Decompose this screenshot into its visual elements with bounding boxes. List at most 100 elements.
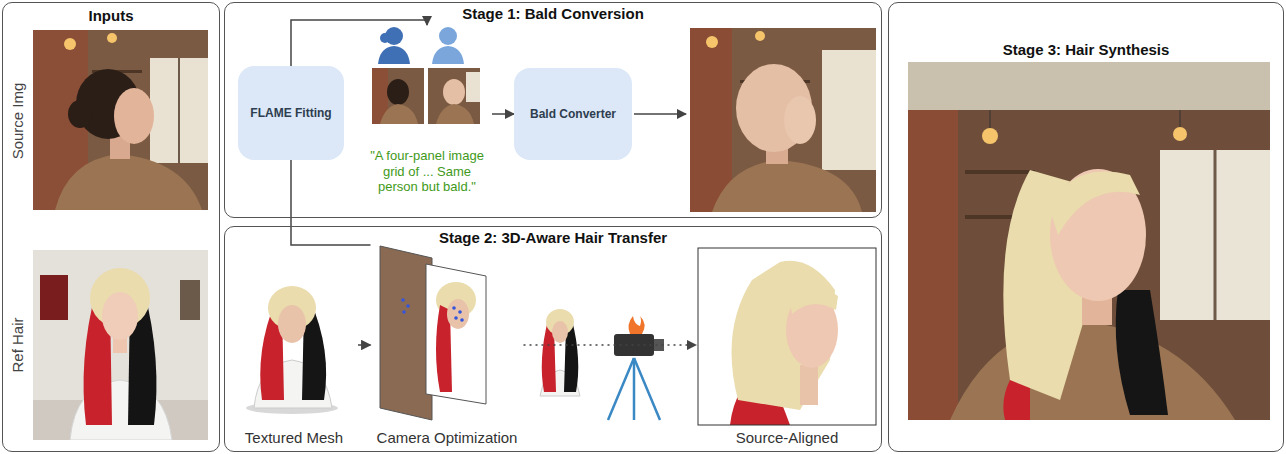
illustration-part [278, 305, 306, 343]
illustration-part [784, 96, 816, 144]
image-label: Source Img [8, 30, 28, 212]
illustration-part [436, 104, 474, 124]
connector [358, 344, 371, 346]
image-caption: Camera Optimization [375, 429, 520, 447]
illustration-part [406, 304, 410, 308]
illustration-part [982, 128, 998, 144]
illustration-part [1116, 290, 1168, 415]
reference-photo [33, 250, 208, 440]
illustration-part [1180, 110, 1181, 128]
illustration-part [908, 62, 1270, 110]
illustration-part [1214, 150, 1217, 320]
image-frame [698, 248, 876, 425]
illustration-part [447, 299, 469, 329]
illustration-part [755, 31, 765, 41]
connector [291, 160, 371, 245]
illustration-part [690, 28, 732, 212]
illustration-part [380, 104, 418, 124]
illustration-part [64, 38, 76, 50]
illustration-part [378, 46, 410, 64]
illustration-part [439, 27, 457, 45]
aligned-render [698, 248, 876, 425]
illustration-part [458, 310, 462, 314]
output-arrow [634, 113, 686, 115]
illustration-part [908, 110, 958, 420]
illustration-part [1160, 150, 1270, 320]
image-panel: Textured Mesh [230, 288, 358, 450]
illustration-part [55, 154, 202, 210]
illustration-part [706, 36, 718, 48]
illustration-part [426, 264, 486, 404]
camera-planes [380, 246, 486, 420]
panel-title: Stage 1: Bald Conversion [462, 5, 644, 23]
panel-title: Inputs [89, 7, 134, 25]
illustration-part [380, 246, 432, 420]
stage-panel: Stage 3: Hair Synthesis [888, 2, 1284, 452]
illustration-part [372, 68, 424, 124]
prompt-grid: "A four-panel image grid of ... Same per… [362, 25, 492, 197]
illustration-part [790, 287, 838, 314]
illustration-part [608, 358, 634, 420]
illustration-part [800, 365, 818, 405]
illustration-part [634, 358, 660, 420]
illustration-part [454, 316, 458, 320]
camera-icon [608, 316, 664, 420]
illustration-part [1173, 127, 1187, 141]
image-label: Ref Hair [8, 248, 28, 442]
illustration-part [387, 79, 409, 105]
illustration-part [402, 310, 406, 314]
illustration-part [990, 110, 991, 130]
illustration-part [33, 30, 208, 210]
final-photo [908, 62, 1270, 420]
small-mesh [540, 309, 580, 396]
panel-title: Stage 2: 3D-Aware Hair Transfer [439, 229, 667, 247]
image-panel: Camera Optimization [371, 236, 524, 450]
image-panel: Source-Aligned [696, 246, 878, 450]
illustration-part [452, 306, 456, 310]
illustration-part [460, 318, 464, 322]
illustration-part [1050, 172, 1140, 235]
box-label: Bald Converter [530, 107, 616, 121]
image-caption: Source-Aligned [734, 429, 841, 447]
grid-illustration [372, 27, 480, 124]
illustration-part [432, 46, 464, 64]
illustration-part [150, 58, 208, 163]
illustration-part [633, 358, 636, 420]
illustration-part [114, 88, 154, 144]
stage-panel: Stage 2: 3D-Aware Hair TransferTextured … [224, 226, 882, 452]
process-box: FLAME Fitting [238, 66, 344, 160]
illustration-part [552, 321, 568, 343]
illustration-part [40, 275, 68, 320]
connector [524, 344, 697, 346]
input-image: Ref Hair [8, 248, 210, 442]
illustration-part [428, 68, 480, 124]
illustration-part [629, 316, 645, 334]
stage-panel: InputsSource ImgRef Hair [2, 2, 220, 452]
source-photo [33, 30, 208, 210]
illustration-part [690, 28, 876, 212]
illustration-part [712, 160, 862, 212]
illustration-part [908, 62, 1270, 420]
mesh-illustration [246, 286, 338, 414]
illustration-part [822, 50, 876, 170]
image-caption: Textured Mesh [243, 429, 345, 447]
input-image: Source Img [8, 30, 210, 212]
illustration-part [33, 250, 208, 440]
illustration-part [965, 170, 1035, 174]
illustration-part [178, 58, 180, 163]
illustration-part [68, 100, 92, 128]
illustration-part [1050, 169, 1146, 301]
illustration-part [107, 33, 117, 43]
box-label: FLAME Fitting [250, 106, 331, 120]
illustration-part [443, 79, 465, 105]
connector [291, 20, 427, 66]
process-box: Bald Converter [514, 68, 632, 160]
illustration-part [950, 320, 1235, 420]
connector [492, 113, 514, 115]
panel-title: Stage 3: Hair Synthesis [1003, 41, 1170, 59]
illustration-part [180, 280, 200, 320]
illustration-part [380, 33, 390, 43]
